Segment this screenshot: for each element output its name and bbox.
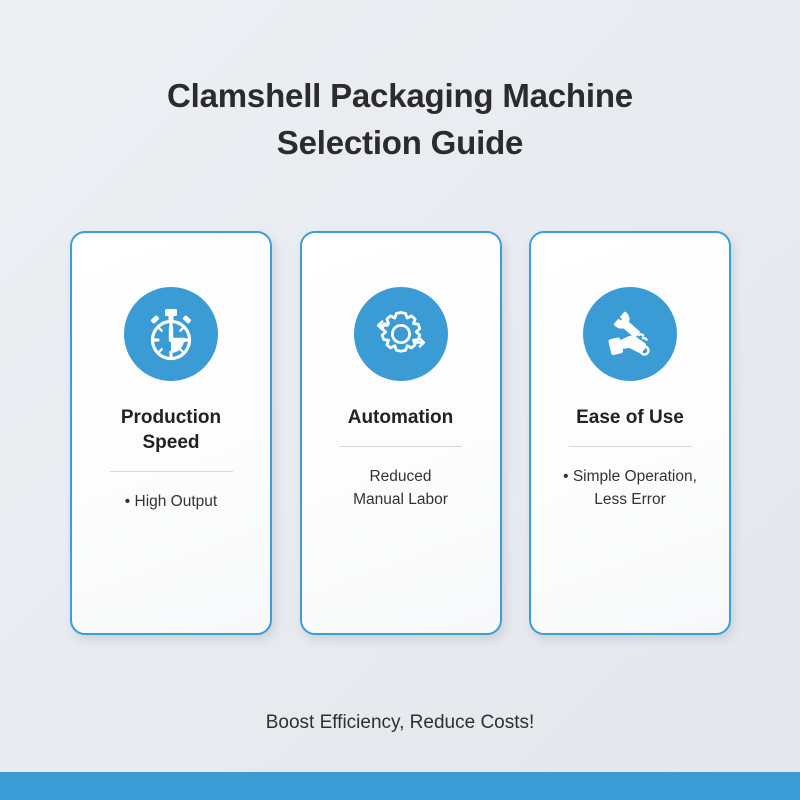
stopwatch-icon [124, 287, 218, 381]
feature-card-body-line-1: Reduced [369, 468, 432, 485]
feature-card-title: Ease of Use [576, 407, 684, 428]
page-title-line-2: Selection Guide [276, 124, 524, 161]
feature-card-title: Automation [347, 407, 454, 428]
feature-card-title-line-2: Speed [142, 432, 200, 453]
feature-card-body: • High Output [124, 493, 218, 510]
bottom-accent-bar [0, 772, 800, 800]
footer-tagline: Boost Efficiency, Reduce Costs! [265, 712, 535, 733]
feature-card-ease-of-use[interactable]: Ease of Use • Simple Operation, Less Erro… [529, 231, 731, 635]
hand-wrench-icon [583, 287, 677, 381]
page-title-line-1: Clamshell Packaging Machine [167, 77, 633, 114]
feature-card-body-line-2: Less Error [594, 491, 666, 508]
card-divider [568, 446, 692, 447]
page-title: Clamshell Packaging Machine Selection Gu… [0, 72, 800, 166]
feature-card-title-line-1: Production [120, 407, 222, 428]
card-divider [339, 446, 462, 447]
feature-card-body-line-1: • Simple Operation, [563, 468, 697, 485]
feature-card-body: • Simple Operation, Less Error [542, 465, 718, 511]
card-divider [109, 471, 233, 472]
gear-arrows-icon [353, 287, 448, 381]
feature-card-body-line-2: Manual Labor [353, 491, 448, 508]
